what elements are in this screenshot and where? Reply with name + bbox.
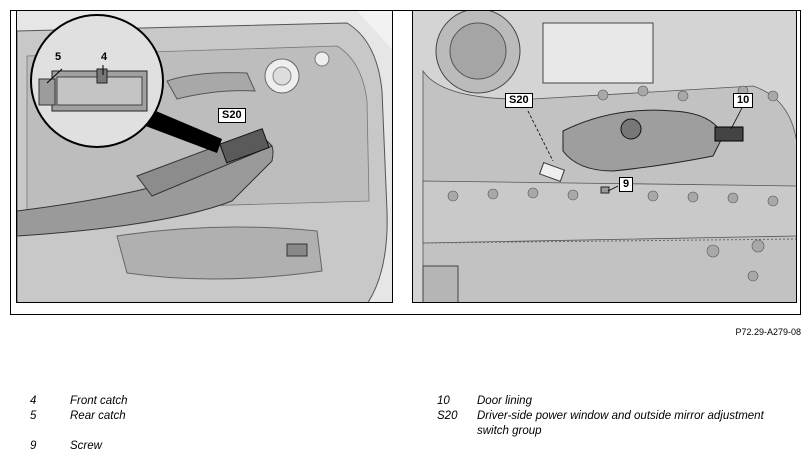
door-lining-drawing <box>413 11 796 302</box>
callout-4: 4 <box>101 51 108 63</box>
legend-item: 4 Front catch <box>30 394 390 409</box>
legend-number: 5 <box>30 410 37 422</box>
legend-number: 9 <box>30 440 37 452</box>
legend-description: Screw <box>70 440 102 452</box>
legend-right: 10 Door lining S20 Driver-side power win… <box>437 394 807 439</box>
legend-description: Door lining <box>477 395 532 407</box>
callout-5: 5 <box>55 51 62 63</box>
legend-item: 9 Screw <box>30 439 390 454</box>
door-lining-removed-illustration: S20 10 9 <box>412 10 797 303</box>
callout-s20-left: S20 <box>218 108 246 123</box>
door-panel-illustration: 5 4 S20 <box>16 10 393 303</box>
legend-description: Driver-side power window and outside mir… <box>477 410 764 422</box>
legend-left: 4 Front catch 5 Rear catch 9 Screw <box>30 394 390 454</box>
legend-item: S20 Driver-side power window and outside… <box>437 409 807 439</box>
legend-item: 10 Door lining <box>437 394 807 409</box>
callout-10: 10 <box>733 93 754 108</box>
legend-number: 4 <box>30 395 37 407</box>
legend-item: 5 Rear catch <box>30 409 390 424</box>
legend-description: Front catch <box>70 395 128 407</box>
legend-number: S20 <box>437 410 458 422</box>
callout-s20-right: S20 <box>505 93 533 108</box>
legend-description-continued: switch group <box>477 425 542 437</box>
figure-id: P72.29-A279-08 <box>735 327 801 337</box>
door-panel-drawing <box>17 11 392 302</box>
legend-number: 10 <box>437 395 450 407</box>
callout-9: 9 <box>619 177 634 192</box>
legend-description: Rear catch <box>70 410 126 422</box>
